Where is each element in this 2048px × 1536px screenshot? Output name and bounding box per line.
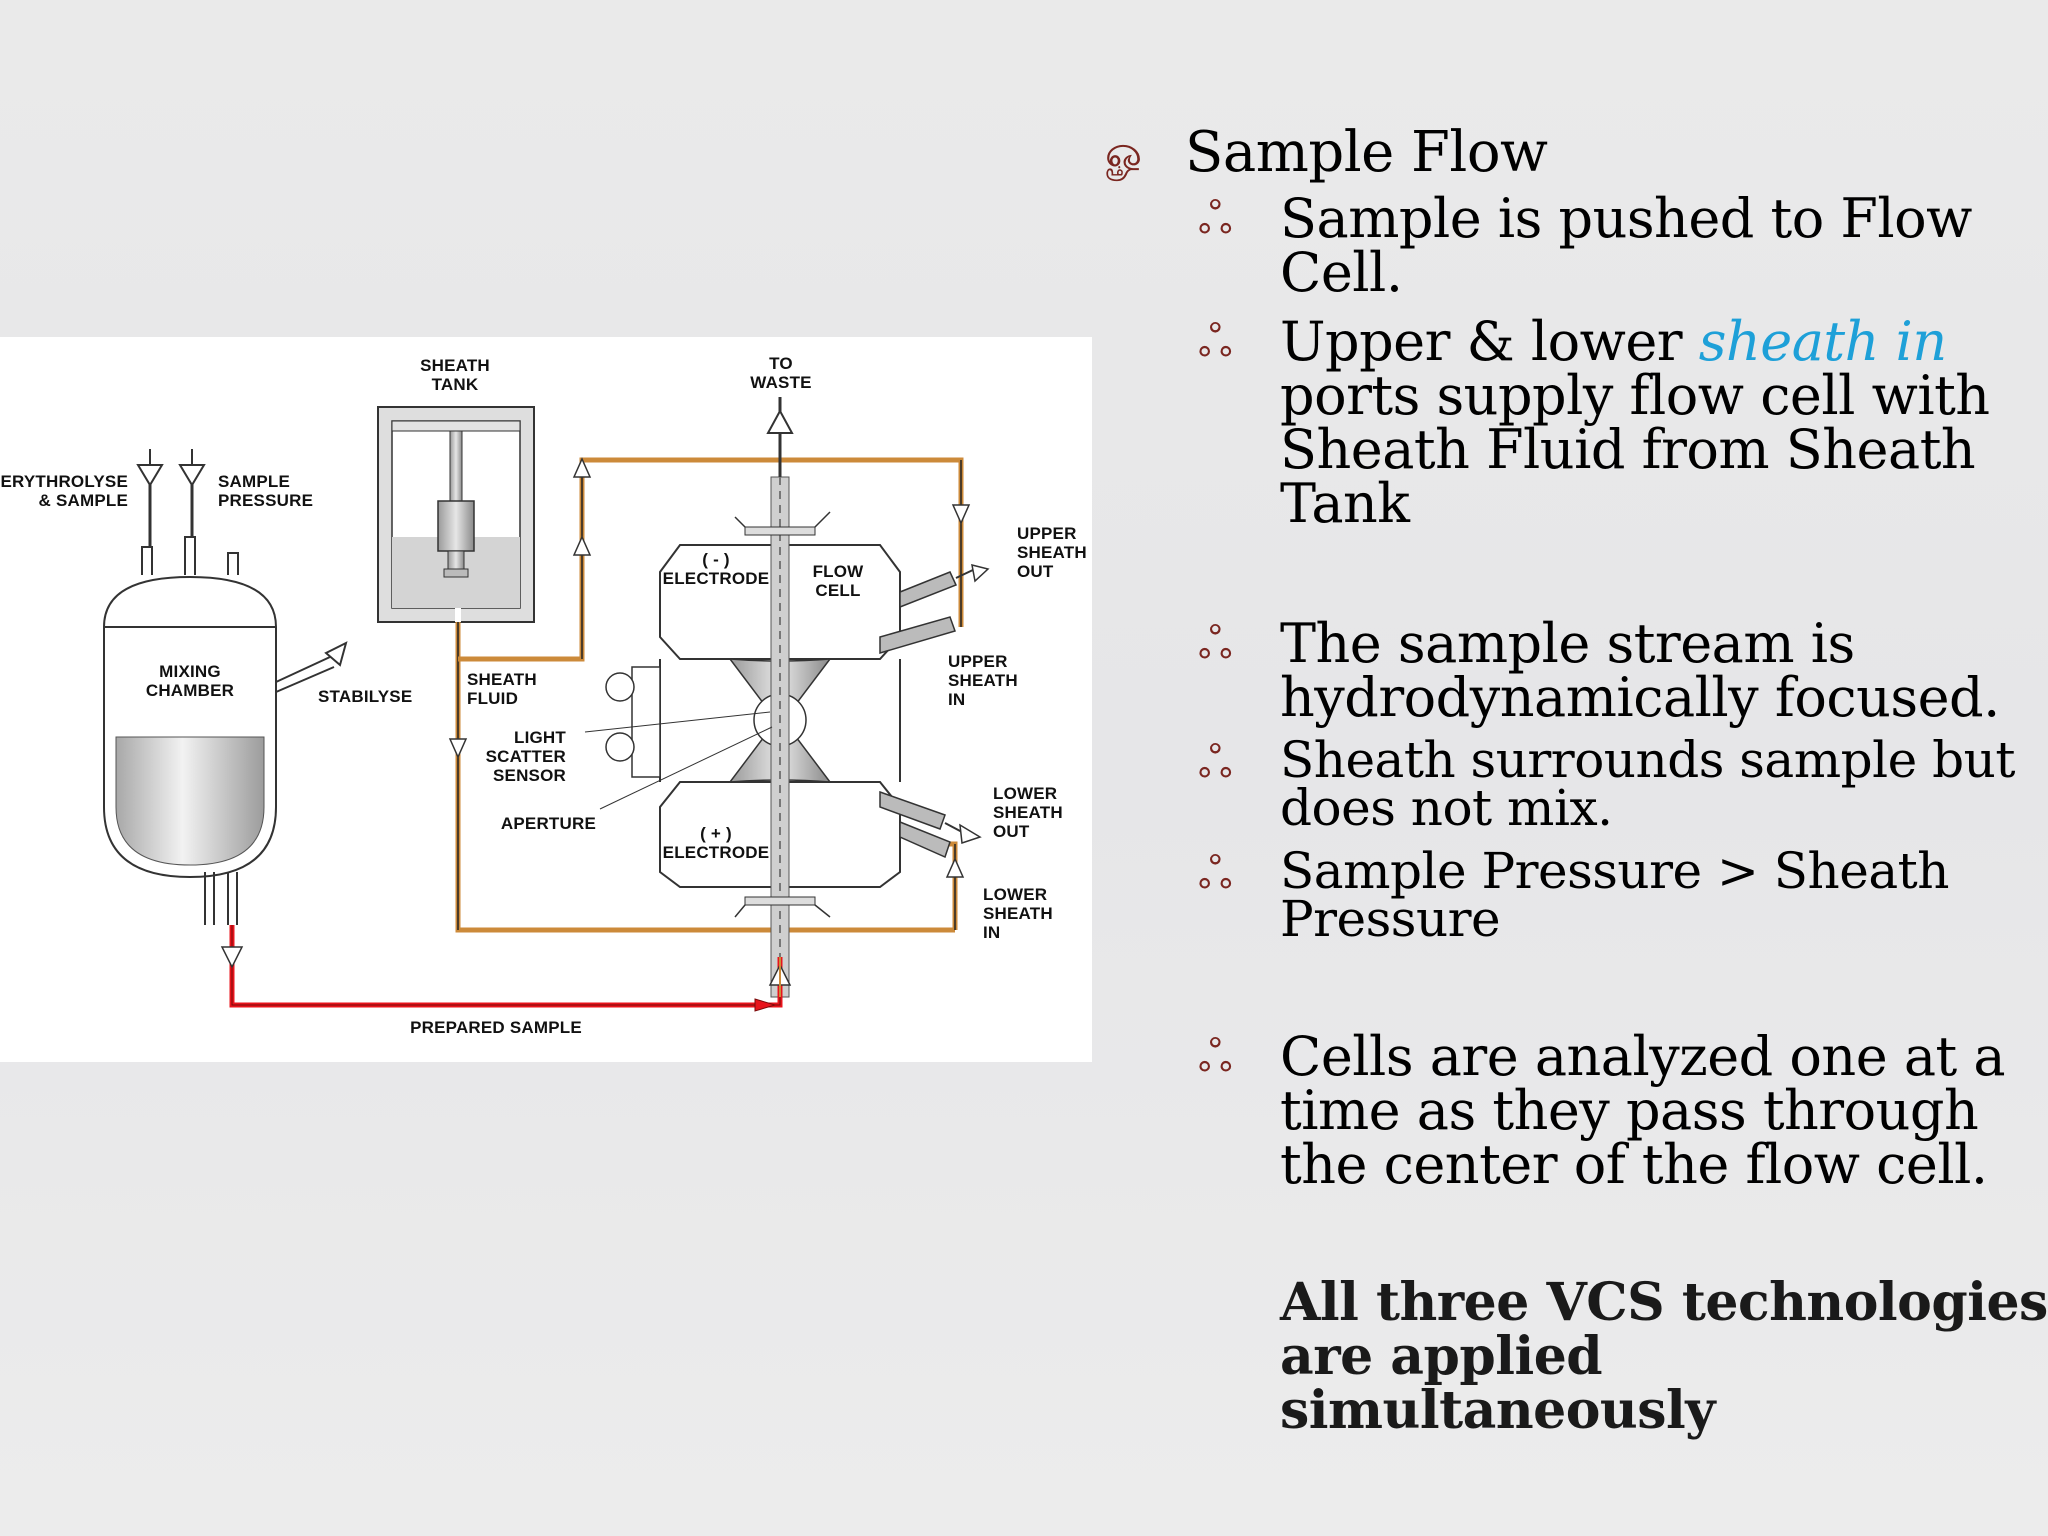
main-bullet-icon: ௐ <box>1105 127 1149 178</box>
label-electrode-neg: ( - ) <box>702 550 729 569</box>
b4-line2: does not mix. <box>1280 779 1613 837</box>
bullet-3-text: The sample stream is hydrodynamically fo… <box>1280 617 2000 725</box>
label-flow-cell: FLOW <box>813 562 865 581</box>
mixing-chamber <box>103 449 348 925</box>
closing-statement: All three VCS technologies are applied s… <box>1280 1276 2048 1438</box>
label-aperture: APERTURE <box>501 814 596 833</box>
diagram-labels: SHEATH TANK TO WASTE ERYTHROLYSE & SAMPL… <box>0 354 1086 1037</box>
bullet-5-text: Sample Pressure > Sheath Pressure <box>1280 846 1949 944</box>
sub-bullet-icon: ஃ <box>1198 848 1233 899</box>
label-sheath-tank: SHEATH <box>420 356 490 375</box>
bullet-1-text: Sample is pushed to Flow Cell. <box>1280 192 1972 300</box>
label-sample-pressure: SAMPLE <box>218 472 290 491</box>
b6-line3: the center of the flow cell. <box>1280 1133 1988 1196</box>
b6-line2: time as they pass through <box>1280 1079 1979 1142</box>
label-lower-sheath-in: LOWER <box>983 885 1047 904</box>
label-upper-sheath-in: UPPER <box>948 652 1008 671</box>
bullet-5: ஃ Sample Pressure > Sheath Pressure <box>1198 846 1949 944</box>
b1-line1: Sample is pushed to Flow <box>1280 187 1972 250</box>
label-erythrolyse-2: & SAMPLE <box>39 491 128 510</box>
label-upper-sheath-out: UPPER <box>1017 524 1077 543</box>
b2-line1-pre: Upper & lower <box>1280 310 1699 373</box>
label-light-scatter: LIGHT <box>514 728 566 747</box>
label-lower-sheath-out-2: SHEATH <box>993 803 1063 822</box>
bullet-1: ஃ Sample is pushed to Flow Cell. <box>1198 192 1972 300</box>
label-sheath-fluid: SHEATH <box>467 670 537 689</box>
sub-bullet-icon: ஃ <box>1198 1031 1233 1082</box>
label-flow-cell-2: CELL <box>815 581 860 600</box>
sub-bullet-icon: ஃ <box>1198 193 1233 244</box>
sub-bullet-icon: ஃ <box>1198 618 1233 669</box>
heading-row: ௐ Sample Flow <box>1105 120 1548 185</box>
sub-bullet-icon: ஃ <box>1198 316 1233 367</box>
label-mixing-chamber: MIXING <box>159 662 221 681</box>
b4-line1: Sheath surrounds sample but <box>1280 731 2015 789</box>
heading-sample-flow: Sample Flow <box>1185 120 1548 185</box>
label-upper-sheath-in-2: SHEATH <box>948 671 1018 690</box>
label-to-waste: TO <box>769 354 793 373</box>
b5-line1: Sample Pressure > Sheath <box>1280 842 1949 900</box>
label-sheath-fluid-2: FLUID <box>467 689 518 708</box>
label-electrode-neg-2: ELECTRODE <box>663 569 770 588</box>
label-upper-sheath-out-3: OUT <box>1017 562 1054 581</box>
label-prepared-sample: PREPARED SAMPLE <box>410 1018 582 1037</box>
label-lower-sheath-out: LOWER <box>993 784 1057 803</box>
closing-line2: are applied simultaneously <box>1280 1326 1715 1441</box>
label-erythrolyse: ERYTHROLYSE <box>0 472 128 491</box>
label-upper-sheath-in-3: IN <box>948 690 965 709</box>
b6-line1: Cells are analyzed one at a <box>1280 1025 2006 1088</box>
b5-line2: Pressure <box>1280 890 1501 948</box>
label-light-scatter-3: SENSOR <box>493 766 566 785</box>
bullet-2: ஃ Upper & lower sheath in ports supply f… <box>1198 315 1990 531</box>
flow-cell-diagram: SHEATH TANK TO WASTE ERYTHROLYSE & SAMPL… <box>0 337 1092 1062</box>
b1-line2: Cell. <box>1280 241 1403 304</box>
label-stabilyse: STABILYSE <box>318 687 412 706</box>
sub-bullet-icon: ஃ <box>1198 737 1233 788</box>
label-electrode-pos-2: ELECTRODE <box>663 843 770 862</box>
label-sample-pressure-2: PRESSURE <box>218 491 313 510</box>
b2-line4: Tank <box>1280 472 1410 535</box>
sheath-tank <box>377 406 535 623</box>
bullet-2-text: Upper & lower sheath in ports supply flo… <box>1280 315 1990 531</box>
prepared-sample-line <box>220 925 792 1012</box>
label-lower-sheath-in-2: SHEATH <box>983 904 1053 923</box>
bullet-4: ஃ Sheath surrounds sample but does not m… <box>1198 735 2015 833</box>
label-lower-sheath-out-3: OUT <box>993 822 1030 841</box>
label-sheath-tank-2: TANK <box>432 375 479 394</box>
label-mixing-chamber-2: CHAMBER <box>146 681 234 700</box>
bullet-4-text: Sheath surrounds sample but does not mix… <box>1280 735 2015 833</box>
bullet-3: ஃ The sample stream is hydrodynamically … <box>1198 617 2000 725</box>
diagram-svg: SHEATH TANK TO WASTE ERYTHROLYSE & SAMPL… <box>0 354 1086 1037</box>
closing-text: All three VCS technologies are applied s… <box>1280 1276 2048 1438</box>
bullet-6-text: Cells are analyzed one at a time as they… <box>1280 1030 2006 1192</box>
b2-line2: ports supply flow cell with <box>1280 364 1990 427</box>
label-lower-sheath-in-3: IN <box>983 923 1000 942</box>
b2-line3: Sheath Fluid from Sheath <box>1280 418 1976 481</box>
label-electrode-pos: ( + ) <box>700 824 732 843</box>
closing-line1: All three VCS technologies <box>1280 1272 2048 1333</box>
b2-highlight: sheath in <box>1698 310 1947 373</box>
label-upper-sheath-out-2: SHEATH <box>1017 543 1087 562</box>
label-light-scatter-2: SCATTER <box>486 747 566 766</box>
b3-line1: The sample stream is <box>1280 612 1855 675</box>
label-to-waste-2: WASTE <box>750 373 811 392</box>
b3-line2: hydrodynamically focused. <box>1280 666 2000 729</box>
bullet-6: ஃ Cells are analyzed one at a time as th… <box>1198 1030 2006 1192</box>
flow-cell <box>584 397 990 998</box>
